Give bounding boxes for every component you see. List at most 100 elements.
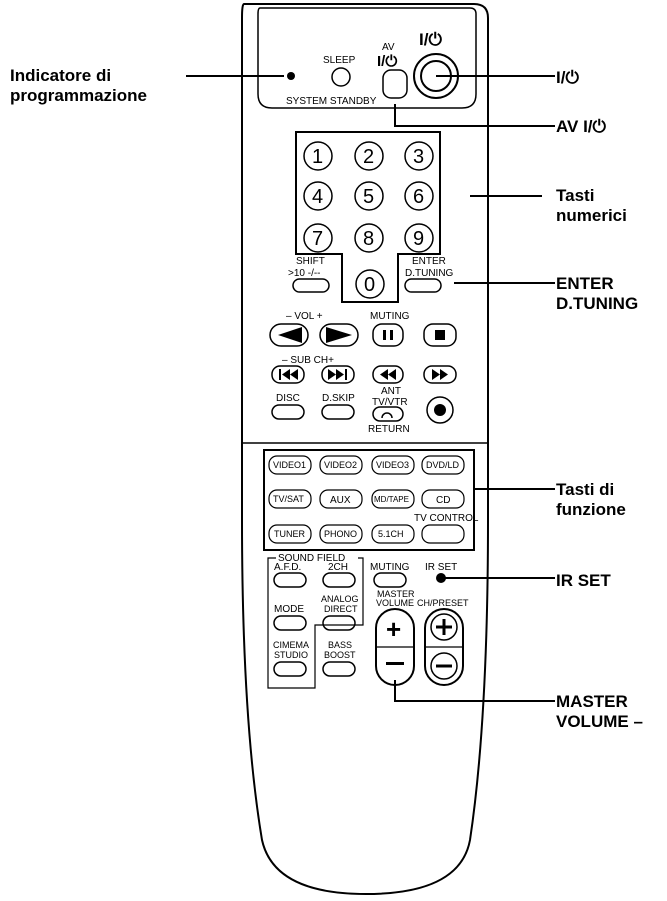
pause-icon [383, 330, 393, 340]
51ch-button[interactable] [371, 524, 415, 544]
power-button[interactable] [420, 60, 452, 92]
next-icon [328, 369, 347, 380]
2ch-button[interactable] [322, 572, 356, 588]
key-7-label: 7 [312, 228, 323, 250]
cinema-studio-button[interactable] [273, 661, 307, 677]
key-8[interactable] [354, 223, 384, 253]
label-master-volume-minus: MASTER VOLUME – [556, 692, 643, 731]
ir-set-button[interactable] [436, 573, 446, 583]
label-program-indicator: Indicatore di programmazione [10, 66, 147, 105]
key-4-label: 4 [312, 186, 323, 208]
av-label: AV [382, 42, 395, 53]
master-label: MASTER [377, 589, 415, 599]
ch-preset-plus-button[interactable] [430, 613, 458, 641]
analog-direct-button[interactable] [322, 615, 356, 631]
enter-button[interactable] [404, 278, 442, 293]
51ch-label: 5.1CH [378, 529, 404, 539]
key-9[interactable] [404, 223, 434, 253]
video1-button[interactable] [268, 455, 312, 475]
bass-label: BASS [328, 640, 352, 650]
tv-control-label: TV CONTROL [414, 513, 479, 524]
video2-label: VIDEO2 [324, 460, 357, 470]
power-button-ring [413, 53, 459, 99]
video3-button[interactable] [371, 455, 415, 475]
boost-label: BOOST [324, 650, 356, 660]
dskip-button[interactable] [321, 404, 355, 420]
remote-body [241, 3, 489, 896]
tuner-button[interactable] [268, 524, 312, 544]
ch-preset-minus-button[interactable] [430, 652, 458, 680]
record-icon [434, 404, 446, 416]
afd-button[interactable] [273, 572, 307, 588]
stop-button[interactable] [423, 323, 457, 347]
vol-label: – VOL + [286, 311, 323, 322]
vol-up-icon [326, 327, 352, 343]
label-numeric-keys: Tasti numerici [556, 186, 627, 225]
vol-down-button[interactable] [269, 323, 309, 347]
leader-lines [186, 75, 555, 702]
key-3-label: 3 [413, 146, 424, 168]
label-power: I/⏻ [556, 68, 579, 87]
key-1[interactable] [303, 141, 333, 171]
av-power-label: I/⏻ [377, 53, 397, 70]
tv-control-button[interactable] [421, 524, 465, 544]
ch-preset-label: CH/PRESET [417, 598, 469, 608]
phono-button[interactable] [319, 524, 363, 544]
key-7[interactable] [303, 223, 333, 253]
av-power-button[interactable] [382, 69, 408, 99]
fast-forward-button[interactable] [423, 365, 457, 384]
aux-label: AUX [330, 495, 351, 506]
mdtape-button[interactable] [371, 489, 415, 509]
numeric-pad-frame [295, 131, 441, 303]
key-2[interactable] [354, 141, 384, 171]
power-label: I/⏻ [419, 30, 442, 49]
cinema-label: CIMEMA [273, 640, 309, 650]
cd-button[interactable] [421, 489, 465, 509]
tvsat-button[interactable] [268, 489, 312, 509]
key-4[interactable] [303, 181, 333, 211]
2ch-label: 2CH [328, 562, 348, 573]
pause-button[interactable] [372, 323, 404, 347]
return-label: RETURN [368, 424, 410, 435]
tvvtr-label: TV/VTR [372, 397, 408, 408]
master-volume-minus-button[interactable] [386, 662, 404, 665]
key-5[interactable] [354, 181, 384, 211]
sleep-button[interactable] [331, 67, 351, 87]
stop-icon [435, 330, 445, 340]
return-button[interactable] [372, 406, 404, 422]
shift-button[interactable] [292, 278, 330, 293]
tvsat-label: TV/SAT [273, 494, 304, 504]
aux-button[interactable] [319, 489, 363, 509]
shift-label: SHIFT [296, 256, 325, 267]
rewind-button[interactable] [372, 365, 404, 384]
next-button[interactable] [321, 365, 355, 384]
mode-button[interactable] [273, 615, 307, 631]
enter-label: ENTER [412, 256, 446, 267]
key-3[interactable] [404, 141, 434, 171]
key-1-label: 1 [312, 146, 323, 168]
key-2-label: 2 [363, 146, 374, 168]
analog-label: ANALOG [321, 594, 359, 604]
bass-boost-button[interactable] [322, 661, 356, 677]
disc-button[interactable] [271, 404, 305, 420]
key-0-label: 0 [364, 274, 375, 296]
key-6[interactable] [404, 181, 434, 211]
numeric-keys [303, 141, 434, 299]
cd-label: CD [436, 495, 450, 506]
video2-button[interactable] [319, 455, 363, 475]
key-0[interactable] [355, 269, 385, 299]
direct-label: DIRECT [324, 604, 358, 614]
dvdld-button[interactable] [421, 455, 465, 475]
dtuning-label: D.TUNING [405, 268, 454, 279]
master-volume-plus-button[interactable]: + [386, 614, 401, 644]
vol-up-button[interactable] [319, 323, 359, 347]
label-ir-set: IR SET [556, 571, 611, 590]
volume-label: VOLUME [376, 598, 414, 608]
rewind-icon [380, 369, 396, 380]
muting-button[interactable] [373, 572, 407, 588]
shift-sub-label: >10 -/-- [288, 268, 321, 279]
program-indicator-led [287, 72, 295, 80]
prev-button[interactable] [271, 365, 305, 384]
record-button[interactable] [426, 396, 454, 424]
